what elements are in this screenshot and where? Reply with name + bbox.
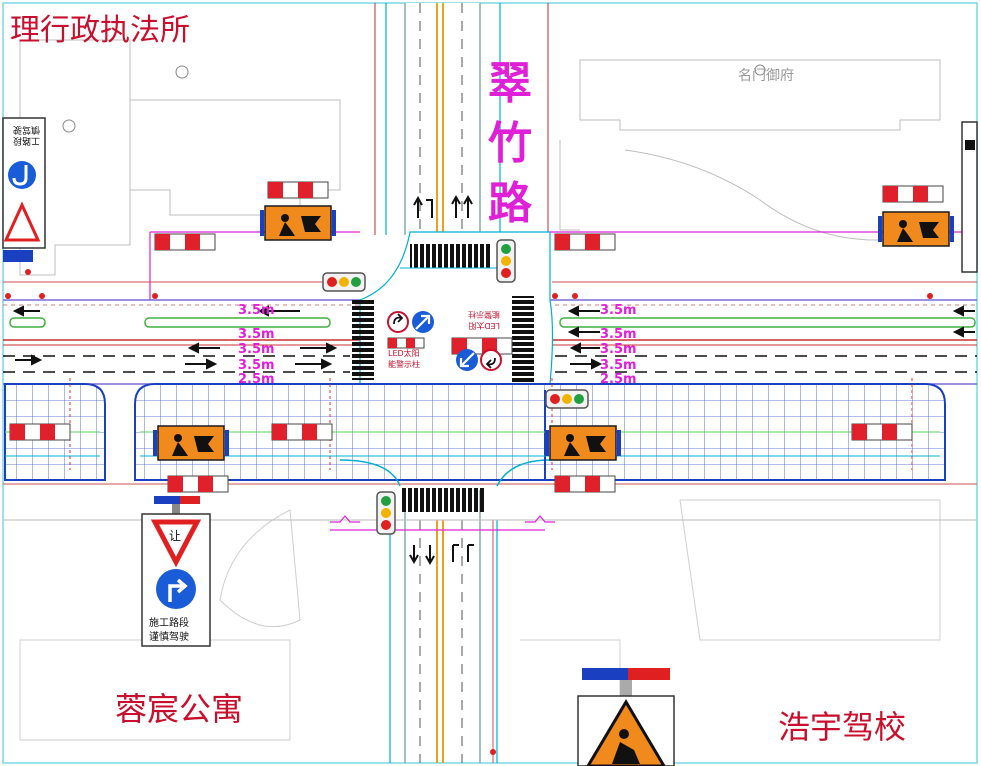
road-name-char-1: 翠 (488, 58, 532, 109)
label-residential: 名门御府 (738, 68, 794, 84)
lane-width-west-2: 3.5m (238, 327, 275, 342)
south-road (389, 490, 498, 763)
lane-width-east-2: 3.5m (600, 327, 637, 342)
construction-text-1: 施工路段 (149, 616, 189, 629)
center-direction-signs (387, 311, 502, 371)
lane-width-east-4: 3.5m (600, 358, 637, 373)
label-top-left-org: 理行政执法所 (10, 13, 190, 48)
lane-width-west-3: 3.5m (238, 342, 275, 357)
road-name-char-3: 路 (488, 178, 533, 229)
lane-width-east-5: 2.5m (600, 372, 637, 387)
label-apartment: 蓉宸公寓 (115, 690, 243, 728)
left-sign-text-2: 慎驾驶 (13, 124, 40, 136)
lane-width-east-3: 3.5m (600, 342, 637, 357)
north-road (374, 3, 549, 235)
right-edge-sign (961, 121, 978, 273)
led-label-1: LED太阳 (388, 348, 420, 358)
led-label-2: 能警示柱 (388, 359, 420, 369)
lane-width-east-1: 3.5m (600, 303, 637, 318)
construction-text-2: 谨慎驾驶 (149, 630, 189, 643)
led-flipped-label-1: LED太阳 (468, 321, 500, 331)
lane-width-west-5: 2.5m (238, 372, 275, 387)
yield-text: 让 (169, 529, 181, 543)
label-driving-school: 浩宇驾校 (778, 708, 906, 746)
yield-sign-post (141, 496, 211, 647)
left-sign-text-1: 工路段 (13, 135, 40, 147)
poles (5, 269, 933, 755)
lane-width-west-4: 3.5m (238, 358, 275, 373)
bottom-construction-sign (577, 668, 675, 766)
construction-zones (4, 378, 946, 487)
background-buildings (19, 39, 941, 760)
led-flipped-label-2: 能警示柱 (468, 310, 500, 320)
lane-width-west-1: 3.5m (238, 303, 275, 318)
barriers (9, 181, 944, 493)
left-edge-sign (2, 117, 46, 262)
road-name-char-2: 竹 (488, 118, 532, 169)
